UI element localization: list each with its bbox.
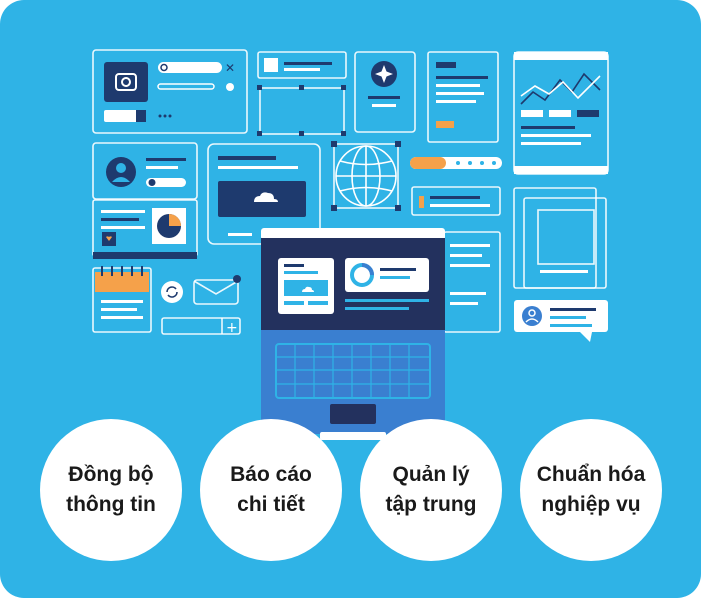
feature-circle-quan-ly: Quản lý tập trung [360, 419, 502, 561]
selection-frame [259, 87, 345, 135]
search-bar [158, 62, 222, 73]
input-frame [161, 317, 241, 335]
trackpad [330, 404, 376, 424]
close-icon: ✕ [225, 61, 235, 75]
feature-line2: chi tiết [237, 493, 305, 516]
feature-line2: tập trung [385, 493, 477, 516]
document-card-frame [427, 51, 499, 143]
feature-circle-dong-bo: Đồng bộ thông tin [40, 419, 182, 561]
sparkle-icon [375, 65, 393, 83]
envelope-frame [193, 279, 239, 305]
title-box-frame [257, 51, 347, 79]
search-icon [160, 63, 168, 72]
feature-circle-chuan-hoa: Chuẩn hóa nghiệp vụ [520, 419, 662, 561]
feature-circle-bao-cao: Báo cáo chi tiết [200, 419, 342, 561]
globe-icon [335, 145, 397, 207]
refresh-icon [161, 281, 183, 303]
camera-icon-bg [104, 62, 148, 102]
globe-frame [333, 143, 399, 209]
sparkle-card-frame [354, 51, 416, 133]
feature-line1: Quản lý [392, 463, 470, 486]
heart-icon [106, 236, 112, 241]
camera-icon [115, 73, 137, 91]
line-chart-icon [520, 72, 601, 105]
photo-stack-front [523, 197, 607, 289]
plus-icon: + [226, 320, 238, 336]
feature-line1: Chuẩn hóa [536, 463, 646, 486]
feature-line1: Báo cáo [230, 463, 312, 486]
feature-line2: thông tin [66, 493, 156, 516]
photo-stack-image [537, 209, 595, 265]
slider-fill [410, 157, 446, 169]
feature-line2: nghiệp vụ [541, 493, 641, 516]
photo-card-frame [92, 49, 248, 134]
profile-card-frame [92, 142, 198, 200]
laptop-illustration [261, 228, 445, 440]
feature-line1: Đồng bộ [68, 463, 154, 486]
cloud-icon [254, 192, 278, 202]
small-card-frame [411, 186, 501, 216]
keyboard-icon [275, 343, 431, 399]
